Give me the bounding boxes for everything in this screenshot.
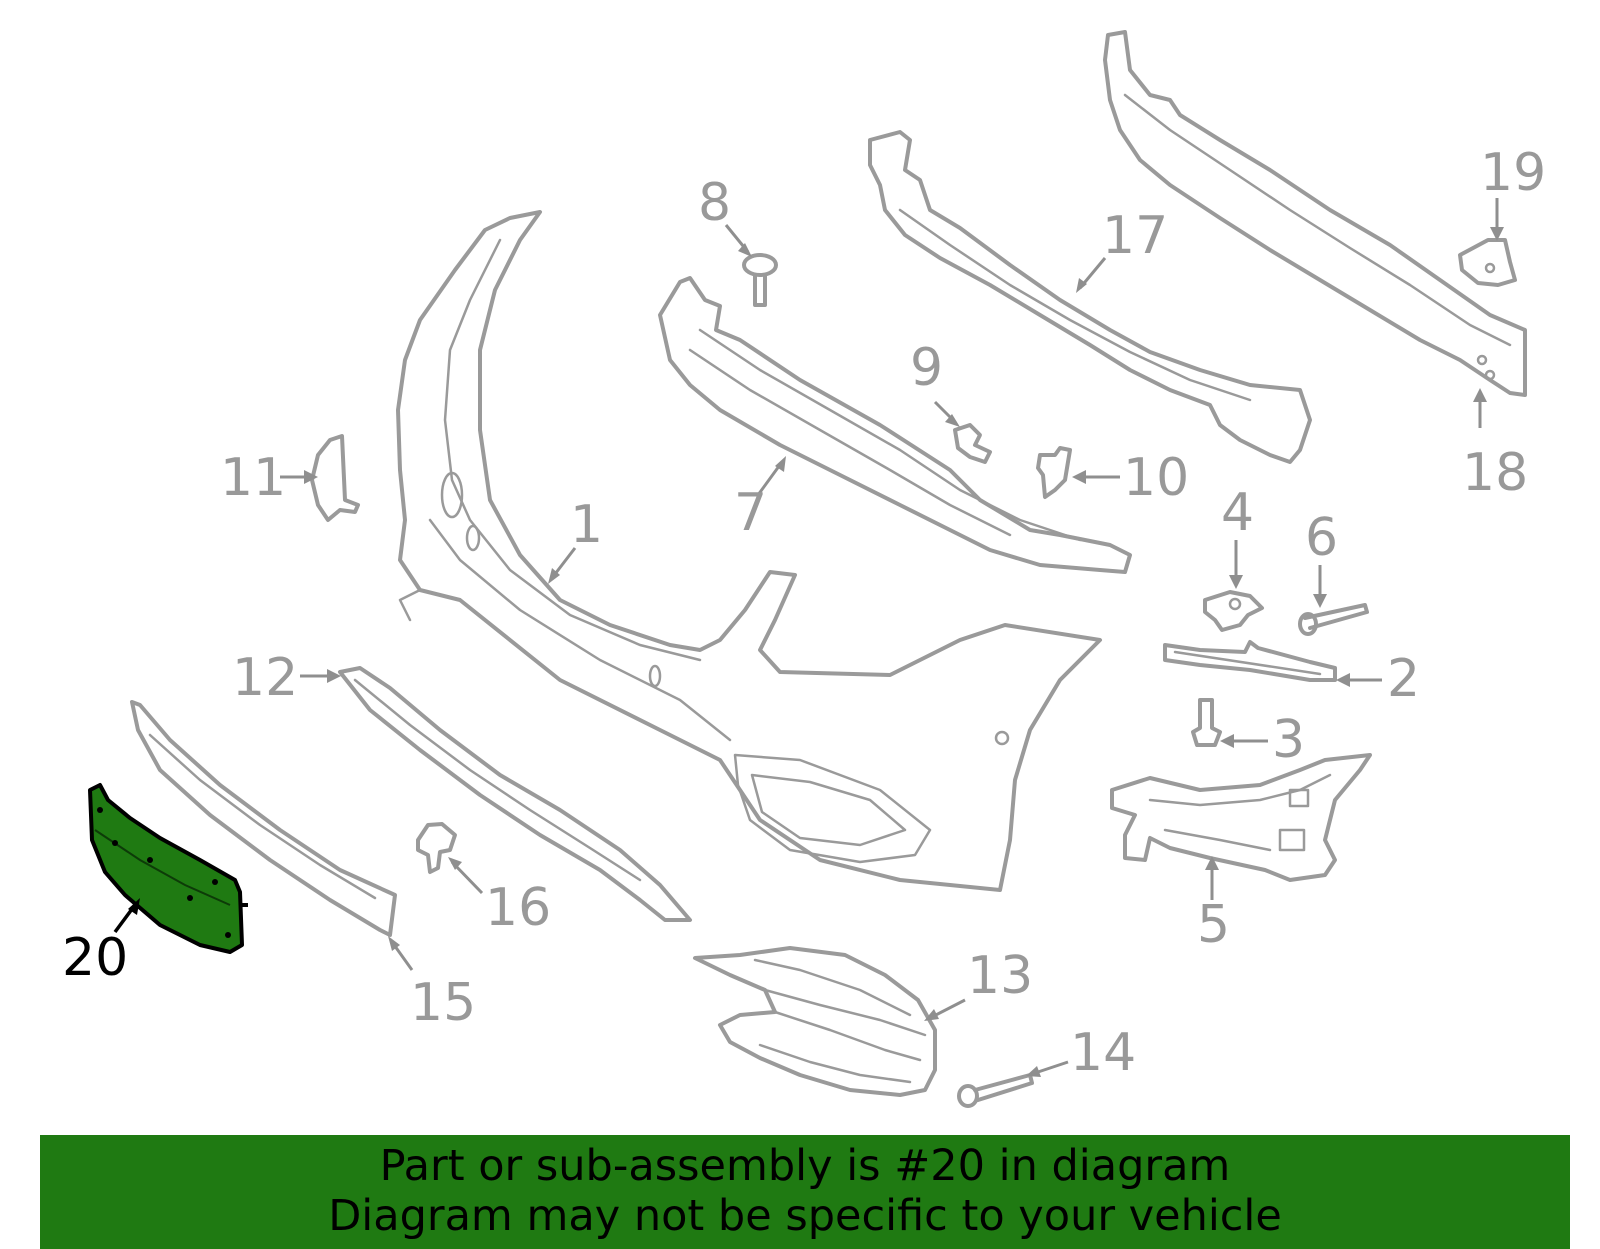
part-3-clip: [1191, 698, 1222, 747]
callout-10: 10: [1123, 448, 1189, 508]
callout-5: 5: [1197, 895, 1230, 955]
banner-line-1: Part or sub-assembly is #20 in diagram: [379, 1141, 1231, 1191]
callout-1: 1: [570, 495, 603, 555]
part-7-absorber: [658, 276, 1132, 574]
part-5-bracket-assembly: [1110, 753, 1372, 882]
leader-lines: [113, 198, 1504, 1077]
part-10-bracket: [1036, 446, 1072, 499]
part-9-clip: [953, 423, 992, 464]
banner-line-2: Diagram may not be specific to your vehi…: [328, 1191, 1282, 1241]
callout-14: 14: [1070, 1023, 1136, 1083]
part-12-trim: [338, 666, 692, 922]
part-11-cap: [310, 434, 360, 522]
callout-20: 20: [62, 928, 128, 988]
part-6-bolt: [1298, 603, 1369, 636]
callout-11: 11: [220, 448, 286, 508]
callout-7: 7: [734, 483, 767, 543]
callout-4: 4: [1221, 483, 1254, 543]
callout-13: 13: [967, 946, 1033, 1006]
part-19-bracket: [1458, 238, 1517, 287]
callout-19: 19: [1480, 143, 1546, 203]
part-8-screw: [742, 253, 778, 307]
callout-12: 12: [232, 648, 298, 708]
callout-labels: 1 2 3 4 5 6 7 8 9 10 11 12 13 14 15 16 1…: [62, 143, 1546, 1083]
part-1-bumper-cover: [396, 210, 1102, 892]
part-4-nut: [1203, 590, 1264, 632]
callout-6: 6: [1305, 508, 1338, 568]
callout-9: 9: [910, 338, 943, 398]
part-18-carrier: [1103, 30, 1527, 397]
callout-15: 15: [410, 973, 476, 1033]
part-17-reinforcement: [868, 130, 1312, 464]
callout-2: 2: [1387, 649, 1420, 709]
part-13-side-grille: [693, 946, 937, 1097]
callout-8: 8: [698, 173, 731, 233]
callout-16: 16: [485, 878, 551, 938]
part-2-bracket: [1163, 640, 1337, 682]
part-20-license-plate-bracket: [88, 783, 248, 954]
callout-18: 18: [1462, 443, 1528, 503]
part-14-bolt: [957, 1073, 1034, 1108]
part-16-clip: [416, 822, 457, 874]
callout-17: 17: [1102, 206, 1168, 266]
info-banner: Part or sub-assembly is #20 in diagram D…: [40, 1135, 1570, 1249]
callout-3: 3: [1272, 710, 1305, 770]
part-15-grille-strip: [130, 700, 397, 937]
